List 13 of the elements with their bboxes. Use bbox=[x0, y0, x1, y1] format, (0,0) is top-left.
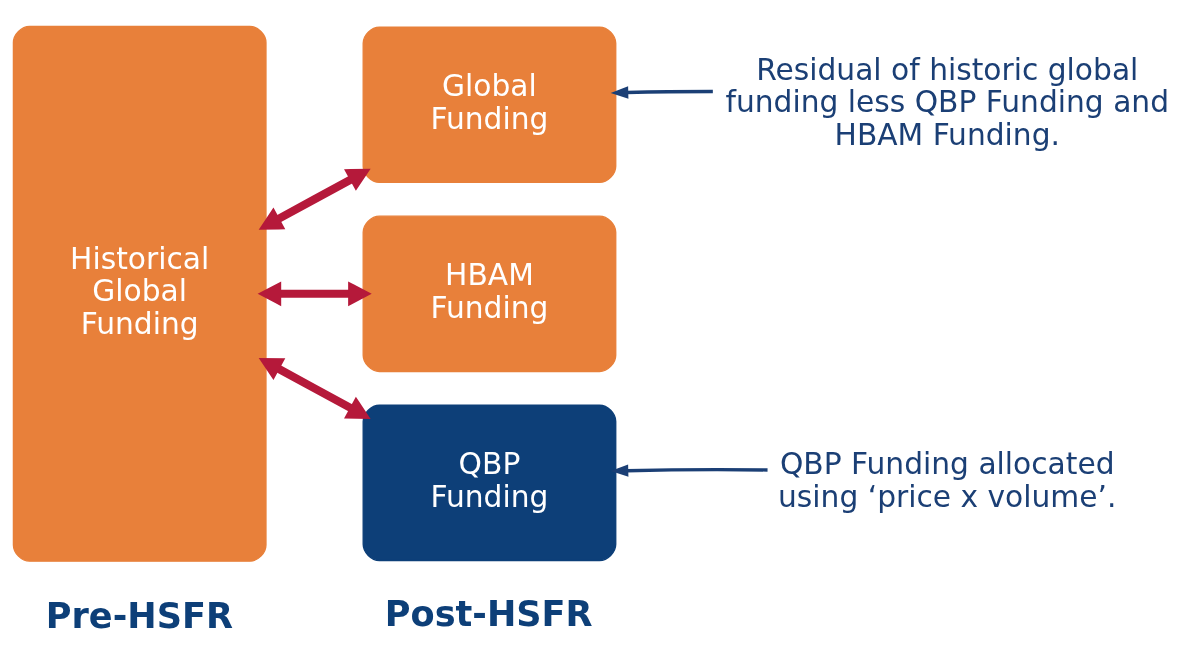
node-text: Residual of historic global funding less QBP Funding and HBAM Funding. bbox=[725, 51, 1170, 152]
node-box: Historical Global Funding bbox=[12, 25, 267, 562]
label: Post-HSFR bbox=[384, 593, 593, 635]
node-text: QBP Funding allocated using ‘price x volume’. bbox=[778, 446, 1117, 514]
arrow bbox=[258, 357, 371, 419]
arrow bbox=[258, 168, 371, 230]
arrow bbox=[257, 281, 372, 307]
node-box: Global Funding bbox=[362, 26, 617, 184]
arrow bbox=[610, 464, 768, 477]
label: Pre-HSFR bbox=[45, 594, 233, 636]
node-box: QBP Funding bbox=[362, 404, 617, 562]
arrow bbox=[610, 86, 713, 99]
node-box: HBAM Funding bbox=[362, 215, 617, 373]
